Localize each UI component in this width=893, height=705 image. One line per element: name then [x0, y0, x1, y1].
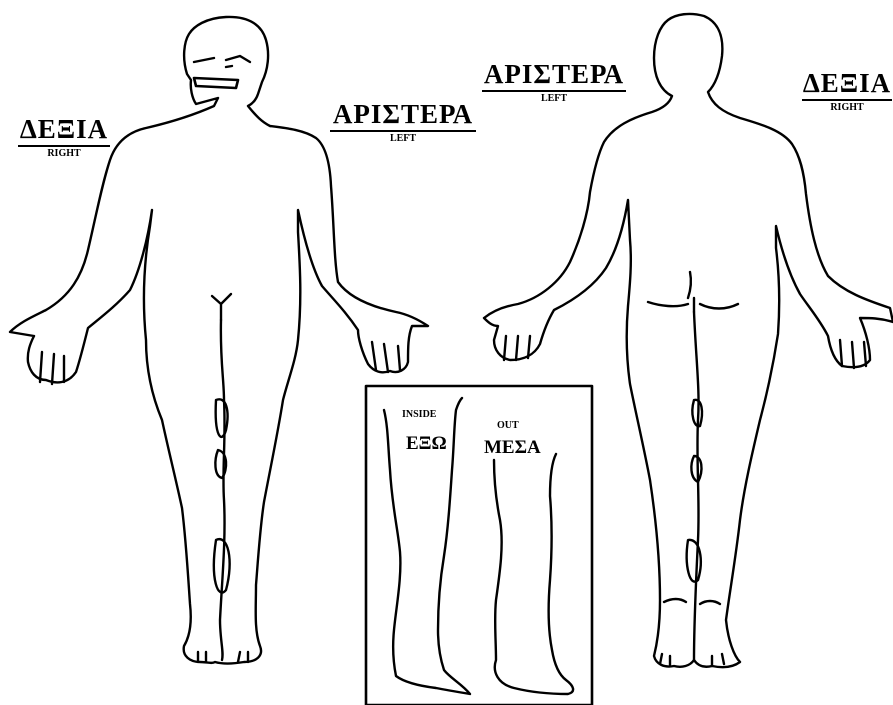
front-right-greek: ΔΕΞΙΑ	[18, 116, 110, 143]
back-left-greek: ΑΡΙΣΤΕΡΑ	[482, 61, 626, 88]
back-right-english: RIGHT	[802, 99, 892, 113]
back-left-label: ΑΡΙΣΤΕΡΑ LEFT	[482, 61, 626, 104]
back-left-english: LEFT	[482, 90, 626, 104]
front-left-label: ΑΡΙΣΤΕΡΑ LEFT	[330, 101, 476, 144]
back-right-label: ΔΕΞΙΑ RIGHT	[802, 70, 892, 113]
leg-inset	[366, 386, 592, 705]
front-left-english: LEFT	[330, 130, 476, 144]
front-right-label: ΔΕΞΙΑ RIGHT	[18, 116, 110, 159]
front-right-english: RIGHT	[18, 145, 110, 159]
front-left-greek: ΑΡΙΣΤΕΡΑ	[330, 101, 476, 128]
outside-greek-label: ΜΕΣΑ	[484, 438, 541, 457]
inside-greek-label: ΕΞΩ	[406, 434, 447, 453]
back-right-greek: ΔΕΞΙΑ	[802, 70, 892, 97]
outside-english-label: OUT	[497, 421, 519, 431]
inside-english-label: INSIDE	[402, 410, 436, 420]
outside-leg-outline	[494, 454, 573, 694]
